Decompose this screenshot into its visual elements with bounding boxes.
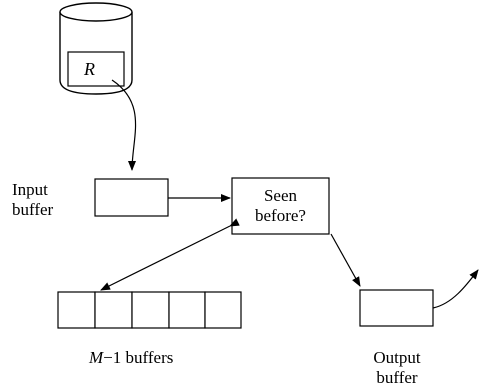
input-buffer-label-line2: buffer — [12, 200, 54, 219]
input-buffer-box — [94, 178, 169, 217]
output-buffer-label: Output buffer — [352, 348, 442, 388]
input-buffer-label-line1: Input — [12, 180, 48, 199]
memory-buffers — [57, 291, 242, 329]
seen-before-line2: before? — [255, 206, 306, 225]
decision-memory-arrow — [100, 218, 240, 291]
relation-r-label: R — [84, 59, 95, 79]
memory-buffers-label-rest: −1 buffers — [103, 348, 174, 367]
memory-buffer-slot — [168, 291, 206, 329]
memory-buffers-label: M−1 buffers — [89, 348, 173, 368]
output-buffer-label-line2: buffer — [376, 368, 418, 387]
memory-buffer-slot — [204, 291, 242, 329]
memory-buffer-slot — [131, 291, 170, 329]
disk-to-input-arrow — [111, 79, 137, 171]
seen-before-box — [231, 177, 330, 235]
relation-r-box — [67, 51, 125, 87]
decision-to-output-arrow — [330, 233, 361, 287]
output-exit-arrow — [432, 269, 479, 309]
seen-before-label: Seen before? — [232, 186, 329, 226]
seen-before-line1: Seen — [263, 186, 298, 205]
input-buffer-label: Input buffer — [12, 180, 53, 220]
output-buffer-label-line1: Output — [373, 348, 421, 367]
output-buffer-box — [359, 289, 434, 327]
memory-buffer-slot — [57, 291, 96, 329]
memory-buffer-slot — [94, 291, 133, 329]
memory-buffers-label-m: M — [89, 348, 104, 367]
